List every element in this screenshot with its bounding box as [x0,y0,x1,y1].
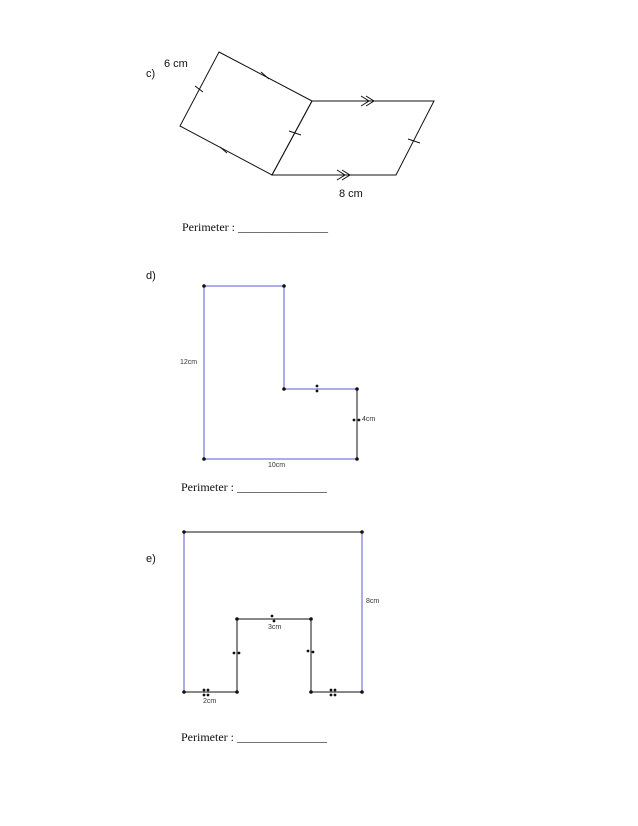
dimension-12cm: 12cm [180,359,198,366]
dimension-2cm: 2cm [203,698,217,705]
parallelogram-shape [271,100,435,176]
dimension-6cm: 6 cm [164,58,188,70]
l-shape-vertices [202,284,361,461]
dimension-4cm: 4cm [362,416,376,423]
parallel-arrow [360,95,370,107]
dimension-10cm: 10cm [268,462,286,469]
dimension-3cm: 3cm [268,624,282,631]
dimension-8cm-e: 8cm [366,598,380,605]
problem-c-label: c) [146,68,156,80]
rhombus-parallelogram-figure [179,51,435,181]
l-shape-figure [202,284,361,461]
tick-mark [407,138,421,144]
tick-mark [219,146,228,154]
perimeter-answer-e[interactable]: Perimeter : _______________ [181,730,327,744]
arch-vertices [182,530,364,697]
parallel-arrow [341,169,351,181]
tick-mark [260,71,270,80]
parallel-arrow [336,169,346,181]
tick-mark [194,85,204,93]
arch-shape-figure [182,530,364,697]
parallel-arrow [365,95,375,107]
l-shape-outline-blue [204,285,357,390]
rhombus-shape [179,51,313,176]
arch-inner-outline [184,618,362,693]
problem-d-label: d) [146,270,156,282]
dimension-8cm: 8 cm [339,188,363,200]
tick-mark [288,130,302,136]
problem-e-label: e) [146,553,156,565]
perimeter-answer-c[interactable]: Perimeter : _______________ [182,220,328,234]
perimeter-answer-d[interactable]: Perimeter : _______________ [181,480,327,494]
